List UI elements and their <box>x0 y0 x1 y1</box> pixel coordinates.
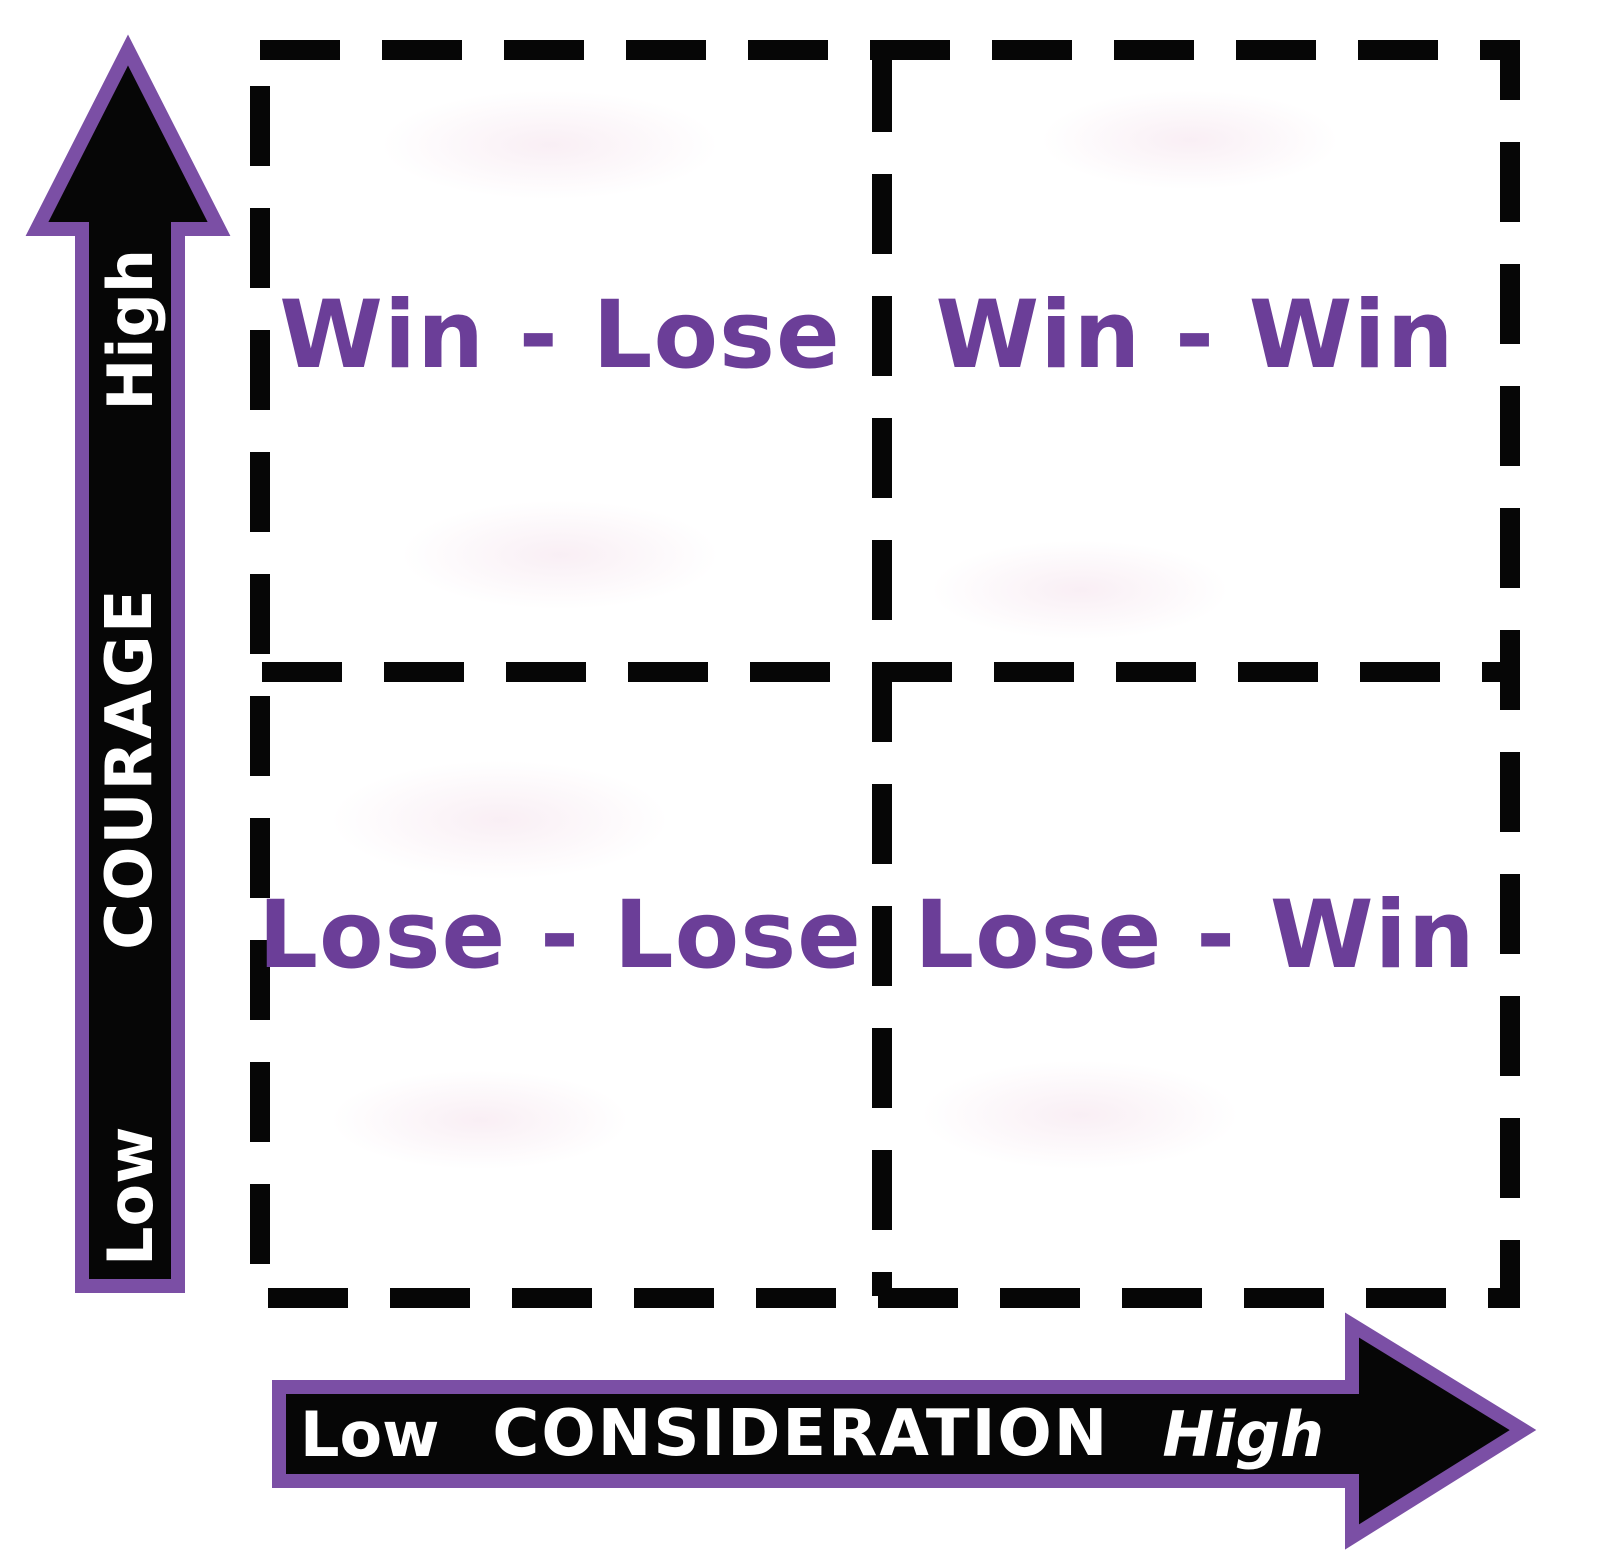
quadrant-label-win-lose: Win - Lose <box>279 280 841 390</box>
matrix-dashed-border <box>250 40 1520 1308</box>
y-axis-label-group: Low COURAGE High <box>75 229 185 1286</box>
consideration-axis-arrow-icon <box>272 1312 1537 1550</box>
y-axis-low-label: Low <box>93 1126 167 1266</box>
x-axis-low-label: Low <box>300 1397 440 1471</box>
x-axis-high-label: High <box>1162 1397 1324 1471</box>
quadrant-label-win-win: Win - Win <box>935 280 1455 390</box>
x-axis-title: CONSIDERATION <box>492 1397 1110 1471</box>
y-axis-high-label: High <box>93 249 167 411</box>
courage-axis-arrow-icon <box>25 34 231 1293</box>
quadrant-label-lose-lose: Lose - Lose <box>258 880 862 990</box>
quadrant-label-lose-win: Lose - Win <box>914 880 1476 990</box>
y-axis-title: COURAGE <box>93 587 167 950</box>
x-axis-label-group: Low CONSIDERATION High <box>272 1387 1352 1481</box>
